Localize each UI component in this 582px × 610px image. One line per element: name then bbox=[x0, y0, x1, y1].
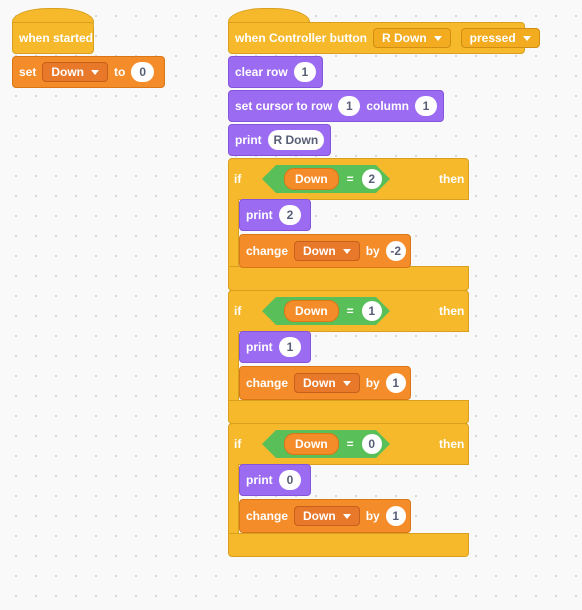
clear-row-block[interactable]: clear row 1 bbox=[228, 56, 323, 88]
change-block-if3[interactable]: change Down by 1 bbox=[239, 499, 411, 533]
change-value-input-if2[interactable]: 1 bbox=[385, 373, 406, 393]
then-2-label: then bbox=[439, 304, 465, 318]
set-label: set bbox=[19, 65, 37, 79]
set-value-input[interactable]: 0 bbox=[131, 62, 155, 82]
print-value-input-if3[interactable]: 0 bbox=[278, 470, 302, 490]
when-controller-label: when Controller button bbox=[235, 31, 367, 45]
compare-value-input-3[interactable]: 0 bbox=[362, 434, 382, 454]
cursor-row-input[interactable]: 1 bbox=[338, 96, 361, 116]
chevron-down-icon bbox=[342, 513, 351, 519]
print-block[interactable]: print R Down bbox=[228, 124, 331, 156]
print-label-if3: print bbox=[246, 473, 273, 487]
chevron-down-icon bbox=[522, 35, 531, 41]
if-block-2-arm bbox=[228, 331, 239, 401]
print-label: print bbox=[235, 133, 262, 147]
down-variable-reporter-3[interactable]: Down bbox=[284, 433, 339, 455]
change-block-if1[interactable]: change Down by -2 bbox=[239, 234, 411, 268]
chevron-down-icon bbox=[342, 248, 351, 254]
button-state-dropdown[interactable]: pressed bbox=[460, 28, 540, 48]
change-label-if1: change bbox=[246, 244, 289, 258]
print-value-input-if2[interactable]: 1 bbox=[278, 337, 302, 357]
then-3-label: then bbox=[439, 437, 465, 451]
print-label-if2: print bbox=[246, 340, 273, 354]
print-block-if3[interactable]: print 0 bbox=[239, 464, 311, 496]
set-variable-name: Down bbox=[51, 65, 85, 79]
chevron-down-icon bbox=[433, 35, 442, 41]
controller-button-value: R Down bbox=[381, 31, 427, 45]
by-label-if2: by bbox=[365, 376, 380, 390]
then-1-label: then bbox=[439, 172, 465, 186]
print-label-if1: print bbox=[246, 208, 273, 222]
change-value-input-if3[interactable]: 1 bbox=[385, 506, 406, 526]
change-variable-dropdown-if3[interactable]: Down bbox=[294, 506, 360, 526]
if-2-label: if bbox=[234, 304, 242, 318]
chevron-down-icon bbox=[91, 69, 100, 75]
print-value-input-if1[interactable]: 2 bbox=[278, 205, 302, 225]
if-block-2-footer[interactable] bbox=[228, 400, 469, 424]
equals-operator-2[interactable]: Down = 1 bbox=[262, 297, 390, 325]
down-variable-reporter-1[interactable]: Down bbox=[284, 168, 339, 190]
equals-sign-1: = bbox=[346, 172, 354, 186]
equals-operator-3[interactable]: Down = 0 bbox=[262, 430, 390, 458]
clear-row-label: clear row bbox=[235, 65, 288, 79]
change-variable-name-if1: Down bbox=[303, 244, 336, 258]
change-variable-dropdown-if1[interactable]: Down bbox=[294, 241, 360, 261]
compare-value-input-2[interactable]: 1 bbox=[362, 301, 382, 321]
controller-button-dropdown[interactable]: R Down bbox=[372, 28, 451, 48]
set-variable-block[interactable]: set Down to 0 bbox=[12, 56, 165, 88]
equals-sign-2: = bbox=[346, 304, 354, 318]
compare-value-input-1[interactable]: 2 bbox=[362, 169, 382, 189]
change-variable-name-if2: Down bbox=[303, 376, 336, 390]
clear-row-input[interactable]: 1 bbox=[293, 62, 316, 82]
if-block-3-arm bbox=[228, 464, 239, 534]
set-variable-dropdown[interactable]: Down bbox=[42, 62, 109, 82]
if-3-label: if bbox=[234, 437, 242, 451]
when-started-label: when started bbox=[19, 31, 94, 45]
print-block-if1[interactable]: print 2 bbox=[239, 199, 311, 231]
equals-operator-1[interactable]: Down = 2 bbox=[262, 165, 390, 193]
if-1-label: if bbox=[234, 172, 242, 186]
change-block-if2[interactable]: change Down by 1 bbox=[239, 366, 411, 400]
to-label: to bbox=[114, 65, 126, 79]
set-cursor-label: set cursor to row bbox=[235, 99, 333, 113]
change-variable-name-if3: Down bbox=[303, 509, 336, 523]
when-started-block[interactable]: when started bbox=[12, 22, 94, 54]
change-label-if2: change bbox=[246, 376, 289, 390]
cursor-column-input[interactable]: 1 bbox=[415, 96, 437, 116]
set-cursor-block[interactable]: set cursor to row 1 column 1 bbox=[228, 90, 444, 122]
print-block-if2[interactable]: print 1 bbox=[239, 331, 311, 363]
down-variable-reporter-2[interactable]: Down bbox=[284, 300, 339, 322]
change-label-if3: change bbox=[246, 509, 289, 523]
column-label: column bbox=[366, 99, 410, 113]
by-label-if1: by bbox=[365, 244, 380, 258]
button-state-value: pressed bbox=[469, 31, 516, 45]
equals-sign-3: = bbox=[346, 437, 354, 451]
if-block-1-footer[interactable] bbox=[228, 266, 469, 291]
by-label-if3: by bbox=[365, 509, 380, 523]
if-block-1-arm bbox=[228, 199, 239, 267]
change-variable-dropdown-if2[interactable]: Down bbox=[294, 373, 360, 393]
print-value-input[interactable]: R Down bbox=[267, 130, 324, 150]
chevron-down-icon bbox=[342, 380, 351, 386]
change-value-input-if1[interactable]: -2 bbox=[385, 241, 406, 261]
when-controller-button-block[interactable]: when Controller button R Down pressed bbox=[228, 22, 540, 54]
if-block-3-footer[interactable] bbox=[228, 533, 469, 557]
